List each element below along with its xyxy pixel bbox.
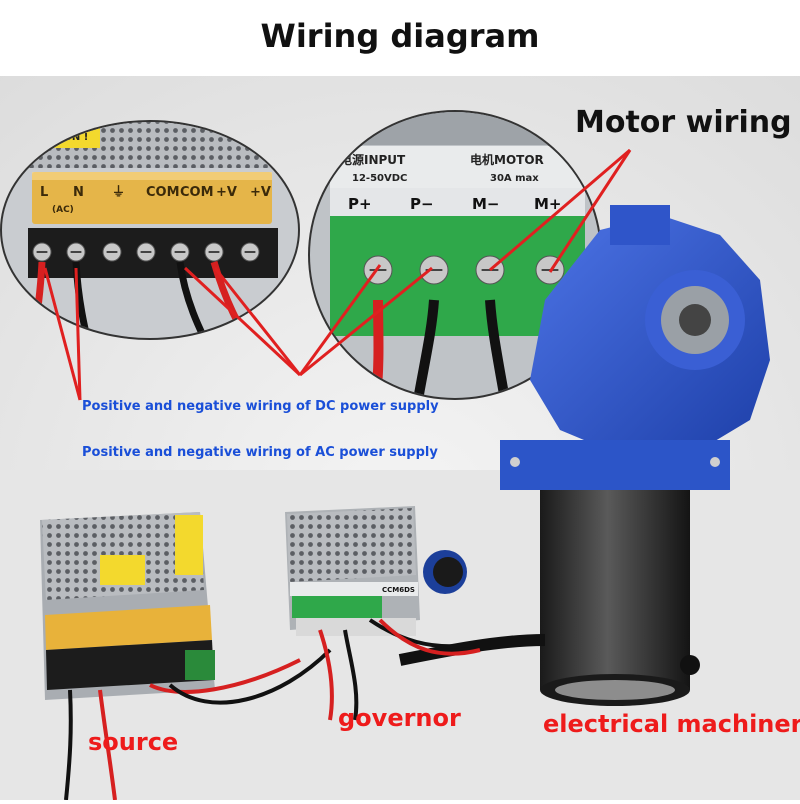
governor-label: governor xyxy=(338,704,461,732)
gov-terminal-label: P− xyxy=(410,195,434,213)
motor-wiring-label: Motor wiring xyxy=(575,105,792,140)
ac-wiring-label: Positive and negative wiring of AC power… xyxy=(82,445,438,460)
pointer-lines xyxy=(43,148,632,401)
dc-wiring-label: Positive and negative wiring of DC power… xyxy=(82,399,439,414)
ps-terminal-label: +V xyxy=(216,185,237,200)
ps-terminal-label: +V xyxy=(250,185,271,200)
ps-terminal-label: ⏚ xyxy=(112,185,125,200)
wiring-illustration: CAUTION ! L N ⏚ COM COM +V +V (AC) xyxy=(0,76,800,801)
gear-motor xyxy=(398,205,770,706)
ps-terminal-label: COM xyxy=(146,185,180,200)
governor-unit: CCM6DS xyxy=(285,506,481,721)
gov-terminal-label: P+ xyxy=(348,195,372,213)
power-supply-unit xyxy=(40,512,332,801)
governor-zoom: 电源INPUT 电机MOTOR 12-50VDC 30A max P+ P− M… xyxy=(308,110,602,400)
motor-flange xyxy=(500,440,730,490)
ac-sublabel: (AC) xyxy=(52,205,74,215)
gov-terminal-label: M+ xyxy=(534,195,562,213)
wiring-photo: CAUTION ! L N ⏚ COM COM +V +V (AC) xyxy=(0,76,800,801)
ps-terminal-label: L xyxy=(40,185,48,200)
source-label: source xyxy=(88,728,179,756)
ps-terminal-label: N xyxy=(73,185,84,200)
governor-voltage-label: 12-50VDC xyxy=(352,173,407,184)
governor-model: CCM6DS xyxy=(382,586,415,594)
governor-motor-label: 电机MOTOR xyxy=(470,152,544,167)
page-title: Wiring diagram xyxy=(0,0,800,76)
ps-terminal-label: COM xyxy=(180,185,214,200)
governor-current-label: 30A max xyxy=(490,173,539,184)
governor-input-label: 电源INPUT xyxy=(340,152,406,167)
motor-body xyxy=(540,490,690,690)
machinery-label: electrical machinery xyxy=(543,710,800,738)
gov-terminal-label: M− xyxy=(472,195,500,213)
